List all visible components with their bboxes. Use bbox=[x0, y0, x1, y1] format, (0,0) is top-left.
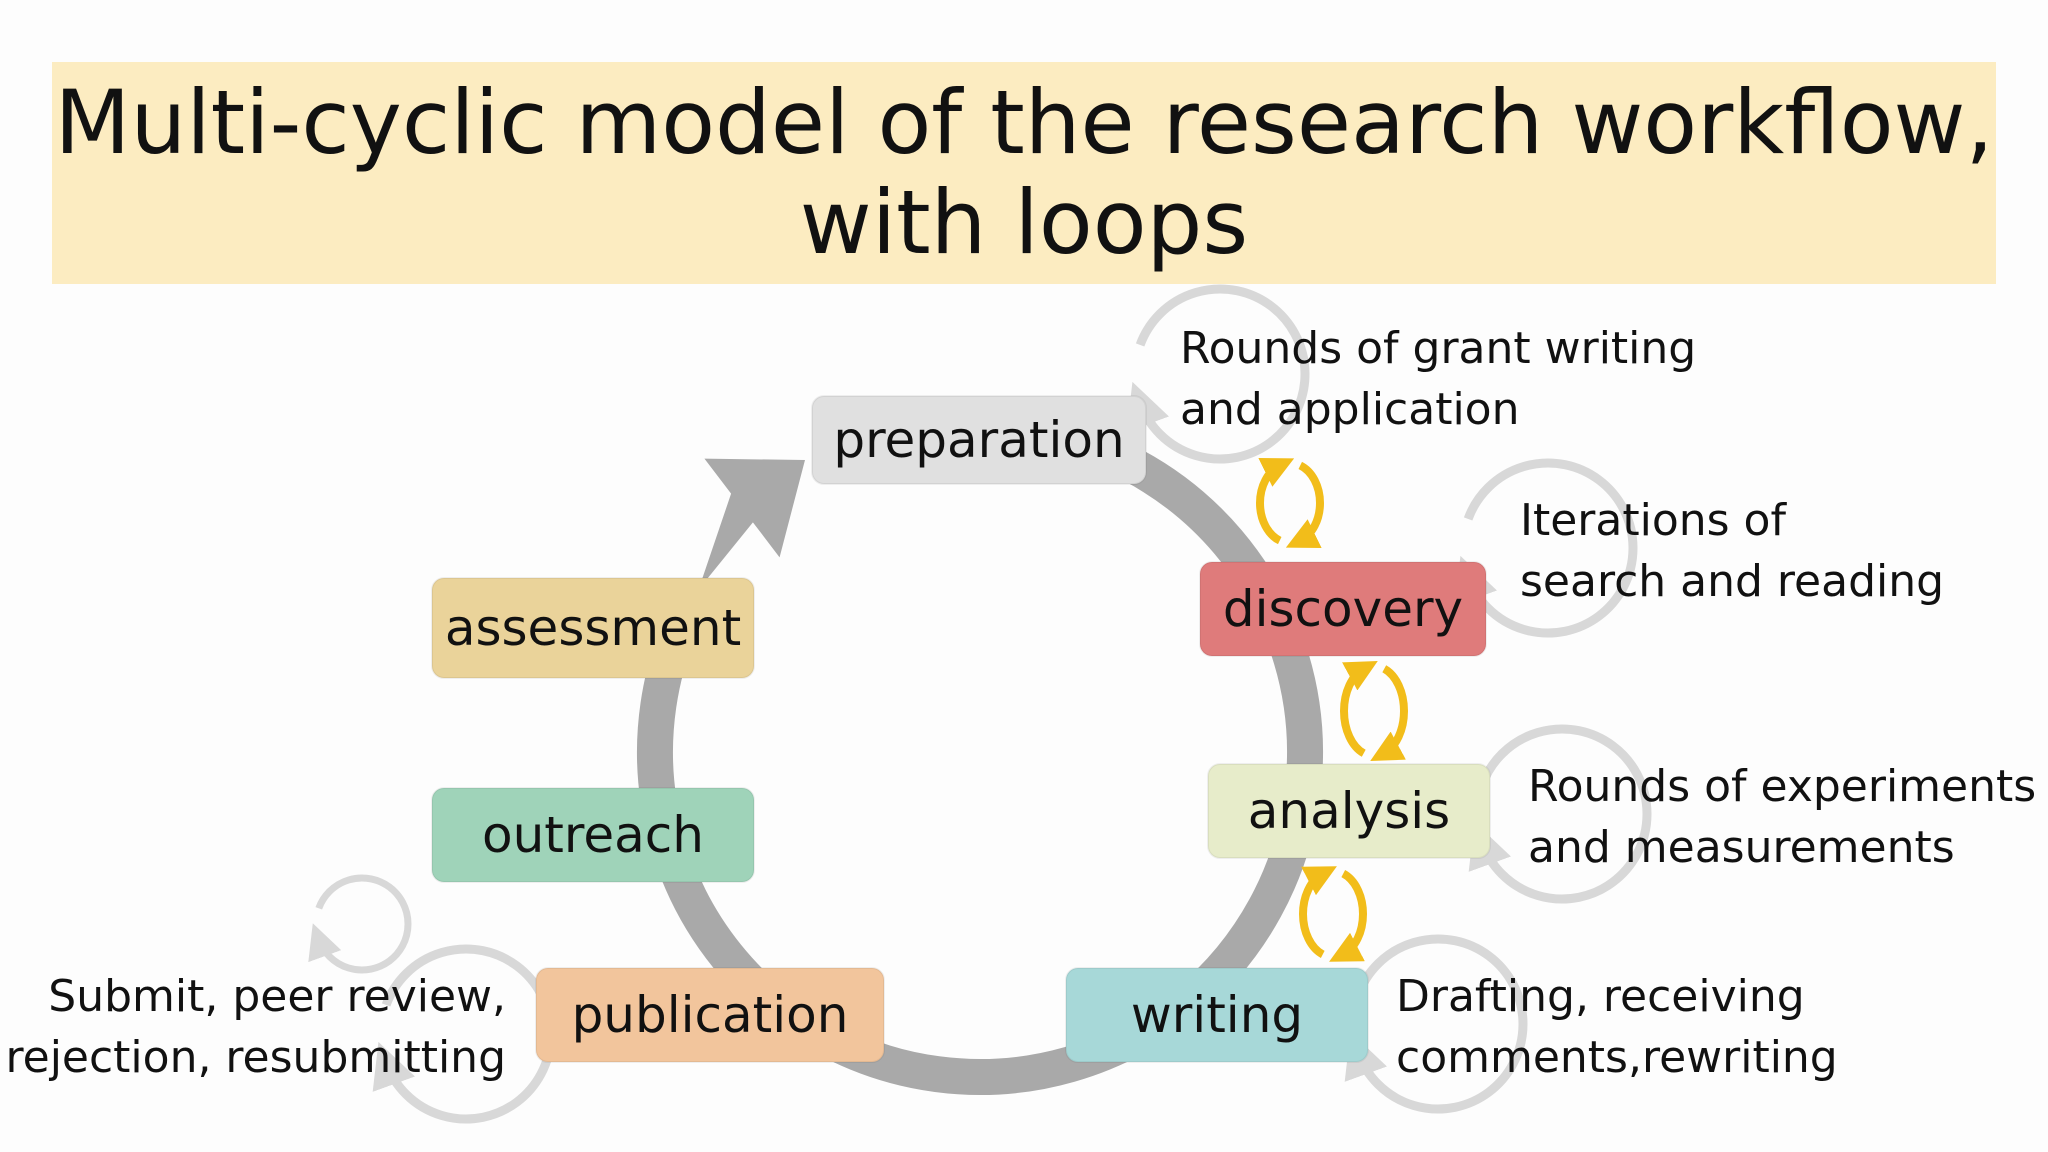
exchange-arrow-icon bbox=[1285, 461, 1324, 548]
exchange-arrow-icon bbox=[1329, 870, 1367, 962]
loop-ring-icon bbox=[1344, 934, 1528, 1114]
stage-outreach: outreach bbox=[431, 787, 755, 883]
stage-box bbox=[1199, 561, 1487, 657]
title-banner bbox=[52, 62, 1996, 284]
exchange-arrow-icon bbox=[1256, 458, 1295, 545]
stage-label: publication bbox=[572, 986, 849, 1044]
loop-note-line: and measurements bbox=[1528, 822, 1955, 873]
stage-box bbox=[1207, 763, 1491, 859]
loop-ring-icon bbox=[1126, 284, 1310, 464]
loop-note-line: Iterations of bbox=[1520, 495, 1786, 546]
loop-note-line: and application bbox=[1180, 384, 1520, 435]
stage-label: analysis bbox=[1248, 782, 1450, 840]
stage-box bbox=[535, 967, 885, 1063]
loop-note-preparation: Rounds of grant writing and application bbox=[1180, 318, 1696, 440]
loop-note-line: Rounds of experiments bbox=[1528, 761, 2037, 812]
loop-note-analysis: Rounds of experiments and measurements bbox=[1528, 756, 2036, 878]
exchange-arrow-icon bbox=[1299, 866, 1337, 958]
stage-box bbox=[1065, 967, 1369, 1063]
stage-box bbox=[811, 395, 1147, 485]
stage-label: writing bbox=[1131, 986, 1303, 1044]
loop-note-line: rejection, resubmitting bbox=[5, 1032, 507, 1083]
loop-note-line: Submit, peer review, bbox=[48, 971, 506, 1022]
stage-analysis: analysis bbox=[1207, 763, 1491, 859]
stage-label: outreach bbox=[482, 806, 704, 864]
exchange-arrow-icon bbox=[1340, 661, 1378, 757]
loop-note-writing: Drafting, receiving comments,rewriting bbox=[1396, 966, 1838, 1088]
loop-note-line: Rounds of grant writing bbox=[1180, 323, 1697, 374]
loop-note-discovery: Iterations of search and reading bbox=[1520, 490, 1944, 612]
exchange-arrows bbox=[1256, 458, 1408, 962]
stage-assessment: assessment bbox=[431, 577, 755, 679]
stage-label: preparation bbox=[833, 411, 1124, 469]
stage-boxes: preparation discovery analysis writing publi… bbox=[431, 395, 1491, 1063]
stage-publication: publication bbox=[535, 967, 885, 1063]
stage-label: discovery bbox=[1223, 580, 1463, 638]
stage-writing: writing bbox=[1065, 967, 1369, 1063]
loop-ring-icon bbox=[308, 874, 412, 974]
loop-ring-icon bbox=[1468, 724, 1652, 904]
stage-box bbox=[431, 577, 755, 679]
exchange-arrow-icon bbox=[1370, 665, 1408, 761]
stage-label: assessment bbox=[445, 599, 741, 657]
loop-note-line: comments,rewriting bbox=[1396, 1032, 1838, 1083]
loop-note-line: Drafting, receiving bbox=[1396, 971, 1805, 1022]
loop-ring-icon bbox=[1454, 458, 1638, 638]
stage-box bbox=[431, 787, 755, 883]
loop-note-line: search and reading bbox=[1520, 556, 1945, 607]
page-title: Multi-cyclic model of the research workf… bbox=[54, 71, 1994, 274]
loop-note-publication: Submit, peer review, rejection, resubmitt… bbox=[6, 966, 507, 1088]
stage-preparation: preparation bbox=[811, 395, 1147, 485]
stage-discovery: discovery bbox=[1199, 561, 1487, 657]
cycle-arrowhead bbox=[698, 458, 805, 590]
